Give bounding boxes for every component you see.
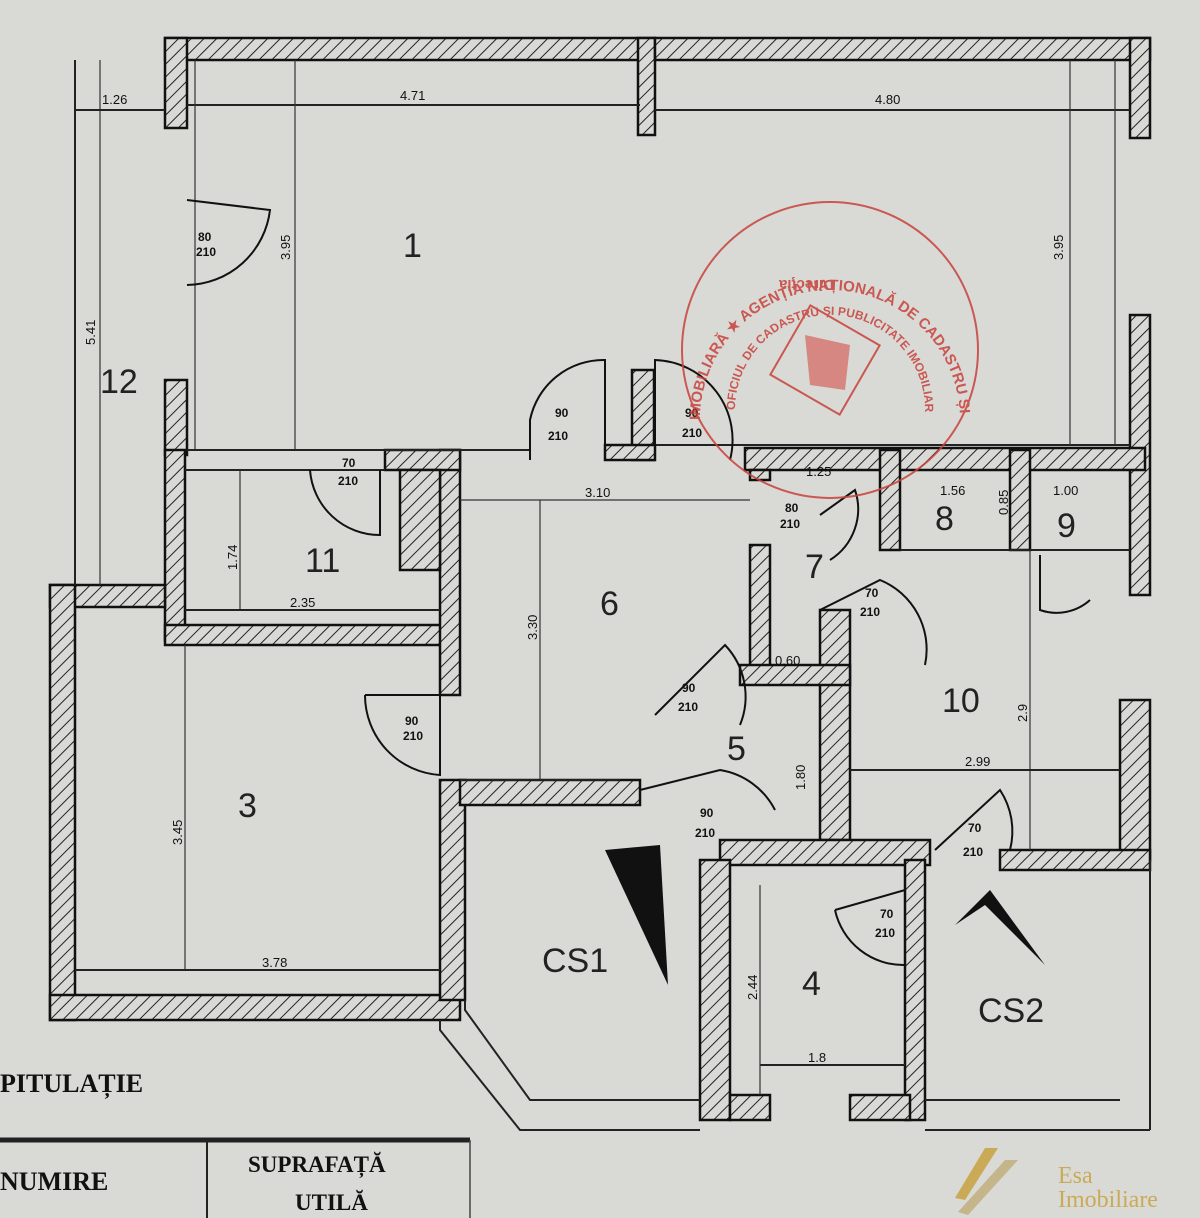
door-swings [186,199,1091,967]
door-labels: 80 210 90 210 90 210 70 210 80 210 70 21… [196,230,983,940]
dim-1-74: 1.74 [225,545,240,570]
door-height: 210 [875,926,895,940]
dim-0-85: 0.85 [996,490,1011,515]
ventilation-arrow-cs2 [955,890,1045,965]
room-9: 9 [1057,507,1076,545]
room-7: 7 [805,548,824,586]
room-11: 11 [305,542,340,580]
dim-4-80: 4.80 [875,92,900,107]
door-width: 70 [865,586,879,600]
door-height: 210 [403,729,423,743]
room-8: 8 [935,500,954,538]
door-height: 210 [963,845,983,859]
dim-3-10: 3.10 [585,485,610,500]
dim-3-45: 3.45 [170,820,185,845]
door-height: 210 [695,826,715,840]
door-width: 90 [555,406,569,420]
room-12: 12 [100,363,138,401]
door-height: 210 [548,429,568,443]
door-width: 90 [700,806,714,820]
summary-title: PITULAȚIE [0,1069,143,1099]
door-width: 90 [682,681,696,695]
stamp-center-text: Direcţia [778,276,834,293]
door-height: 210 [780,517,800,531]
walls [48,36,1152,1122]
door-width: 70 [342,456,356,470]
room-1: 1 [403,227,422,265]
interior-lines [74,60,1151,1131]
dim-4-71: 4.71 [400,88,425,103]
room-3: 3 [238,787,257,825]
summary-col-area-2: UTILĂ [295,1189,368,1215]
watermark-line1: Esa [1058,1163,1093,1189]
dim-3-78: 3.78 [262,955,287,970]
dim-2-9: 2.9 [1015,704,1030,722]
dim-2-99: 2.99 [965,754,990,769]
watermark-line2: Imobiliare [1058,1187,1158,1213]
dim-1-26: 1.26 [102,92,127,107]
cadastre-stamp: IMOBILIARĂ ★ AGENȚIA NAȚIONALĂ DE CADAST… [0,0,979,499]
room-5: 5 [727,730,746,768]
dim-3-30: 3.30 [525,615,540,640]
door-width: 80 [198,230,212,244]
dim-3-95-left: 3.95 [278,235,293,260]
room-10: 10 [942,682,980,720]
dim-2-44: 2.44 [745,975,760,1000]
room-4: 4 [802,965,821,1003]
door-width: 70 [880,907,894,921]
stamp-coat-of-arms-icon [768,303,882,417]
dim-3-95-right: 3.95 [1051,235,1066,260]
door-height: 210 [196,245,216,259]
summary-col-name: NUMIRE [0,1167,108,1196]
dim-1-56: 1.56 [940,483,965,498]
room-cs1: CS1 [542,942,608,980]
door-width: 80 [785,501,799,515]
dim-1-8: 1.8 [808,1050,826,1065]
door-height: 210 [860,605,880,619]
door-height: 210 [678,700,698,714]
dim-1-25: 1.25 [806,464,831,479]
door-height: 210 [682,426,702,440]
dim-1-80: 1.80 [793,765,808,790]
esa-imobiliare-logo: Esa Imobiliare [955,1148,1158,1215]
dim-2-35: 2.35 [290,595,315,610]
dim-5-41: 5.41 [83,320,98,345]
dimensions: 1.26 4.71 4.80 3.95 3.95 5.41 3.10 1.25 … [83,88,1078,1065]
room-cs2: CS2 [978,992,1044,1030]
summary-col-area: SUPRAFAȚĂ [248,1151,386,1179]
door-width: 90 [405,714,419,728]
door-width: 70 [968,821,982,835]
dim-0-60: 0.60 [775,653,800,668]
door-height: 210 [338,474,358,488]
dim-1-00: 1.00 [1053,483,1078,498]
room-6: 6 [600,585,619,623]
ventilation-arrow-cs1 [605,845,668,985]
